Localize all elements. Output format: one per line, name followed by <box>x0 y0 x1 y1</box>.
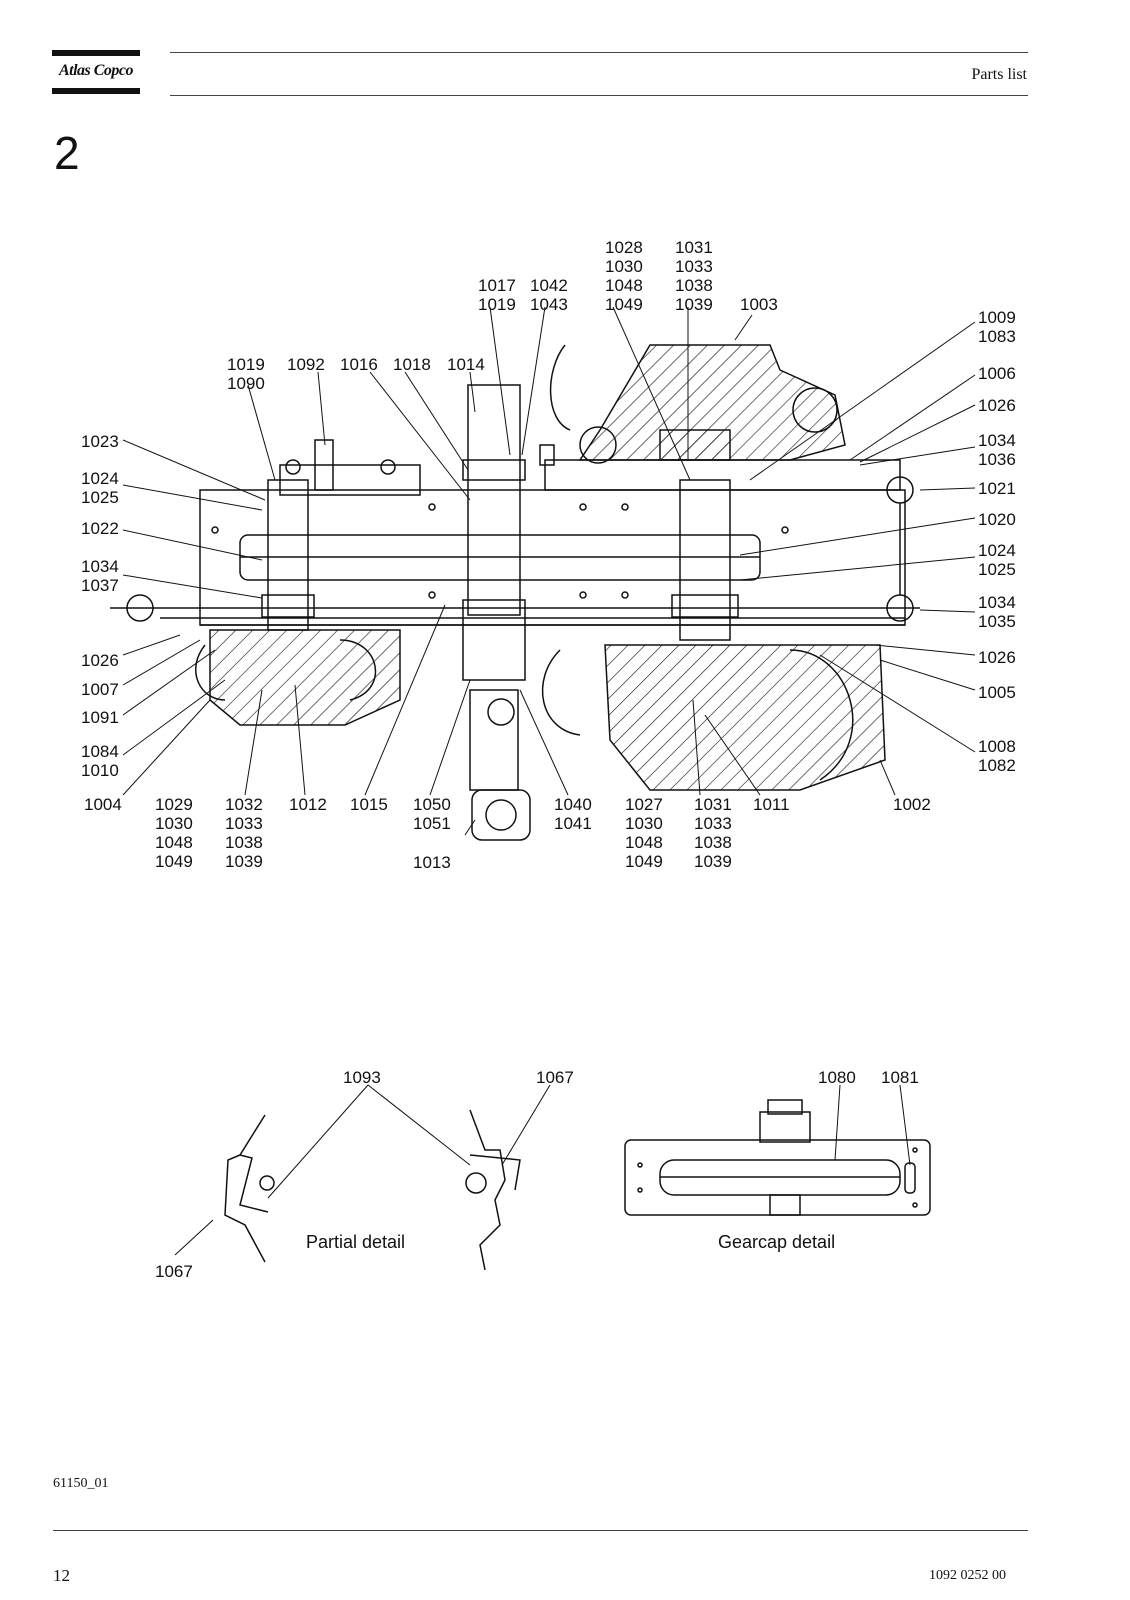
logo-brand-text: Atlas Copco <box>58 62 134 79</box>
volute-casing-top <box>578 344 846 461</box>
callout-1080: 1080 <box>818 1068 856 1087</box>
pinion-stack-right <box>679 479 731 641</box>
callout-1023: 1023 <box>81 432 119 451</box>
callout-1021: 1021 <box>978 479 1016 498</box>
callout-1018: 1018 <box>393 355 431 374</box>
callout-1008-1082: 1008 1082 <box>978 737 1016 775</box>
drawing-code: 61150_01 <box>53 1476 109 1491</box>
callout-1084-1010: 1084 1010 <box>81 742 119 780</box>
callout-1067-top: 1067 <box>536 1068 574 1087</box>
callout-1031-1033-1038-1039-bottom: 1031 1033 1038 1039 <box>694 795 732 871</box>
callout-1016: 1016 <box>340 355 378 374</box>
partial-detail-caption: Partial detail <box>306 1232 406 1252</box>
logo-bar-top <box>52 50 140 56</box>
callout-1081: 1081 <box>881 1068 919 1087</box>
callout-1012: 1012 <box>289 795 327 814</box>
callout-1067-bottom: 1067 <box>155 1262 193 1281</box>
callout-1092: 1092 <box>287 355 325 374</box>
callout-1014: 1014 <box>447 355 485 374</box>
header-rule-top <box>170 52 1028 53</box>
impeller-housing-right <box>604 644 886 791</box>
callout-1006: 1006 <box>978 364 1016 383</box>
callout-1042-1043: 1042 1043 <box>530 276 568 314</box>
callout-1002: 1002 <box>893 795 931 814</box>
impeller-housing-left <box>209 629 401 726</box>
document-number: 1092 0252 00 <box>929 1568 1006 1583</box>
callout-1029-1030-1048-1049: 1029 1030 1048 1049 <box>155 795 193 871</box>
callout-1091: 1091 <box>81 708 119 727</box>
gearcap-detail-drawing <box>624 1099 931 1216</box>
callout-1020: 1020 <box>978 510 1016 529</box>
page-title: Parts list <box>971 66 1027 83</box>
callout-1027-1030-1048-1049: 1027 1030 1048 1049 <box>625 795 663 871</box>
callout-1093: 1093 <box>343 1068 381 1087</box>
callout-1003: 1003 <box>740 295 778 314</box>
callout-1022: 1022 <box>81 519 119 538</box>
header-rule-bottom <box>170 95 1028 96</box>
callout-1011: 1011 <box>753 795 790 814</box>
pinion-stack-left <box>267 479 309 631</box>
footer-rule <box>53 1530 1028 1531</box>
callout-1026-right: 1026 <box>978 648 1016 667</box>
callout-1024-1025-right: 1024 1025 <box>978 541 1016 579</box>
input-shaft <box>467 384 521 616</box>
coupling-flange <box>471 789 531 841</box>
atlas-copco-logo: Atlas Copco <box>52 50 140 94</box>
callout-1026-left: 1026 <box>81 651 119 670</box>
callout-1007: 1007 <box>81 680 119 699</box>
callout-1026-right-top: 1026 <box>978 396 1016 415</box>
callout-1004: 1004 <box>84 795 122 814</box>
callout-1015: 1015 <box>350 795 388 814</box>
gearbox-top-plate-right <box>544 459 901 491</box>
callout-1034-1035: 1034 1035 <box>978 593 1016 631</box>
section-number: 2 <box>54 127 80 179</box>
callout-1040-1041: 1040 1041 <box>554 795 592 833</box>
callout-1034-1036: 1034 1036 <box>978 431 1016 469</box>
logo-bar-bottom <box>52 88 140 94</box>
callout-1019-1090: 1019 1090 <box>227 355 265 393</box>
gearcap-detail-caption: Gearcap detail <box>718 1232 836 1252</box>
callout-1005: 1005 <box>978 683 1016 702</box>
callout-1017-1019: 1017 1019 <box>478 276 516 314</box>
callout-1032-1033-1038-1039: 1032 1033 1038 1039 <box>225 795 263 871</box>
callout-1028-1030-1048-1049: 1028 1030 1048 1049 <box>605 238 643 314</box>
callout-1050-1051: 1050 1051 <box>413 795 451 833</box>
page-number: 12 <box>53 1566 70 1585</box>
callout-1034-1037: 1034 1037 <box>81 557 119 595</box>
callout-1009-1083: 1009 1083 <box>978 308 1016 346</box>
partial-detail-drawing <box>224 1109 521 1271</box>
callout-1024-1025-left: 1024 1025 <box>81 469 119 507</box>
callout-1013: 1013 <box>413 853 451 872</box>
callout-1031-1033-1038-1039-top: 1031 1033 1038 1039 <box>675 238 713 314</box>
